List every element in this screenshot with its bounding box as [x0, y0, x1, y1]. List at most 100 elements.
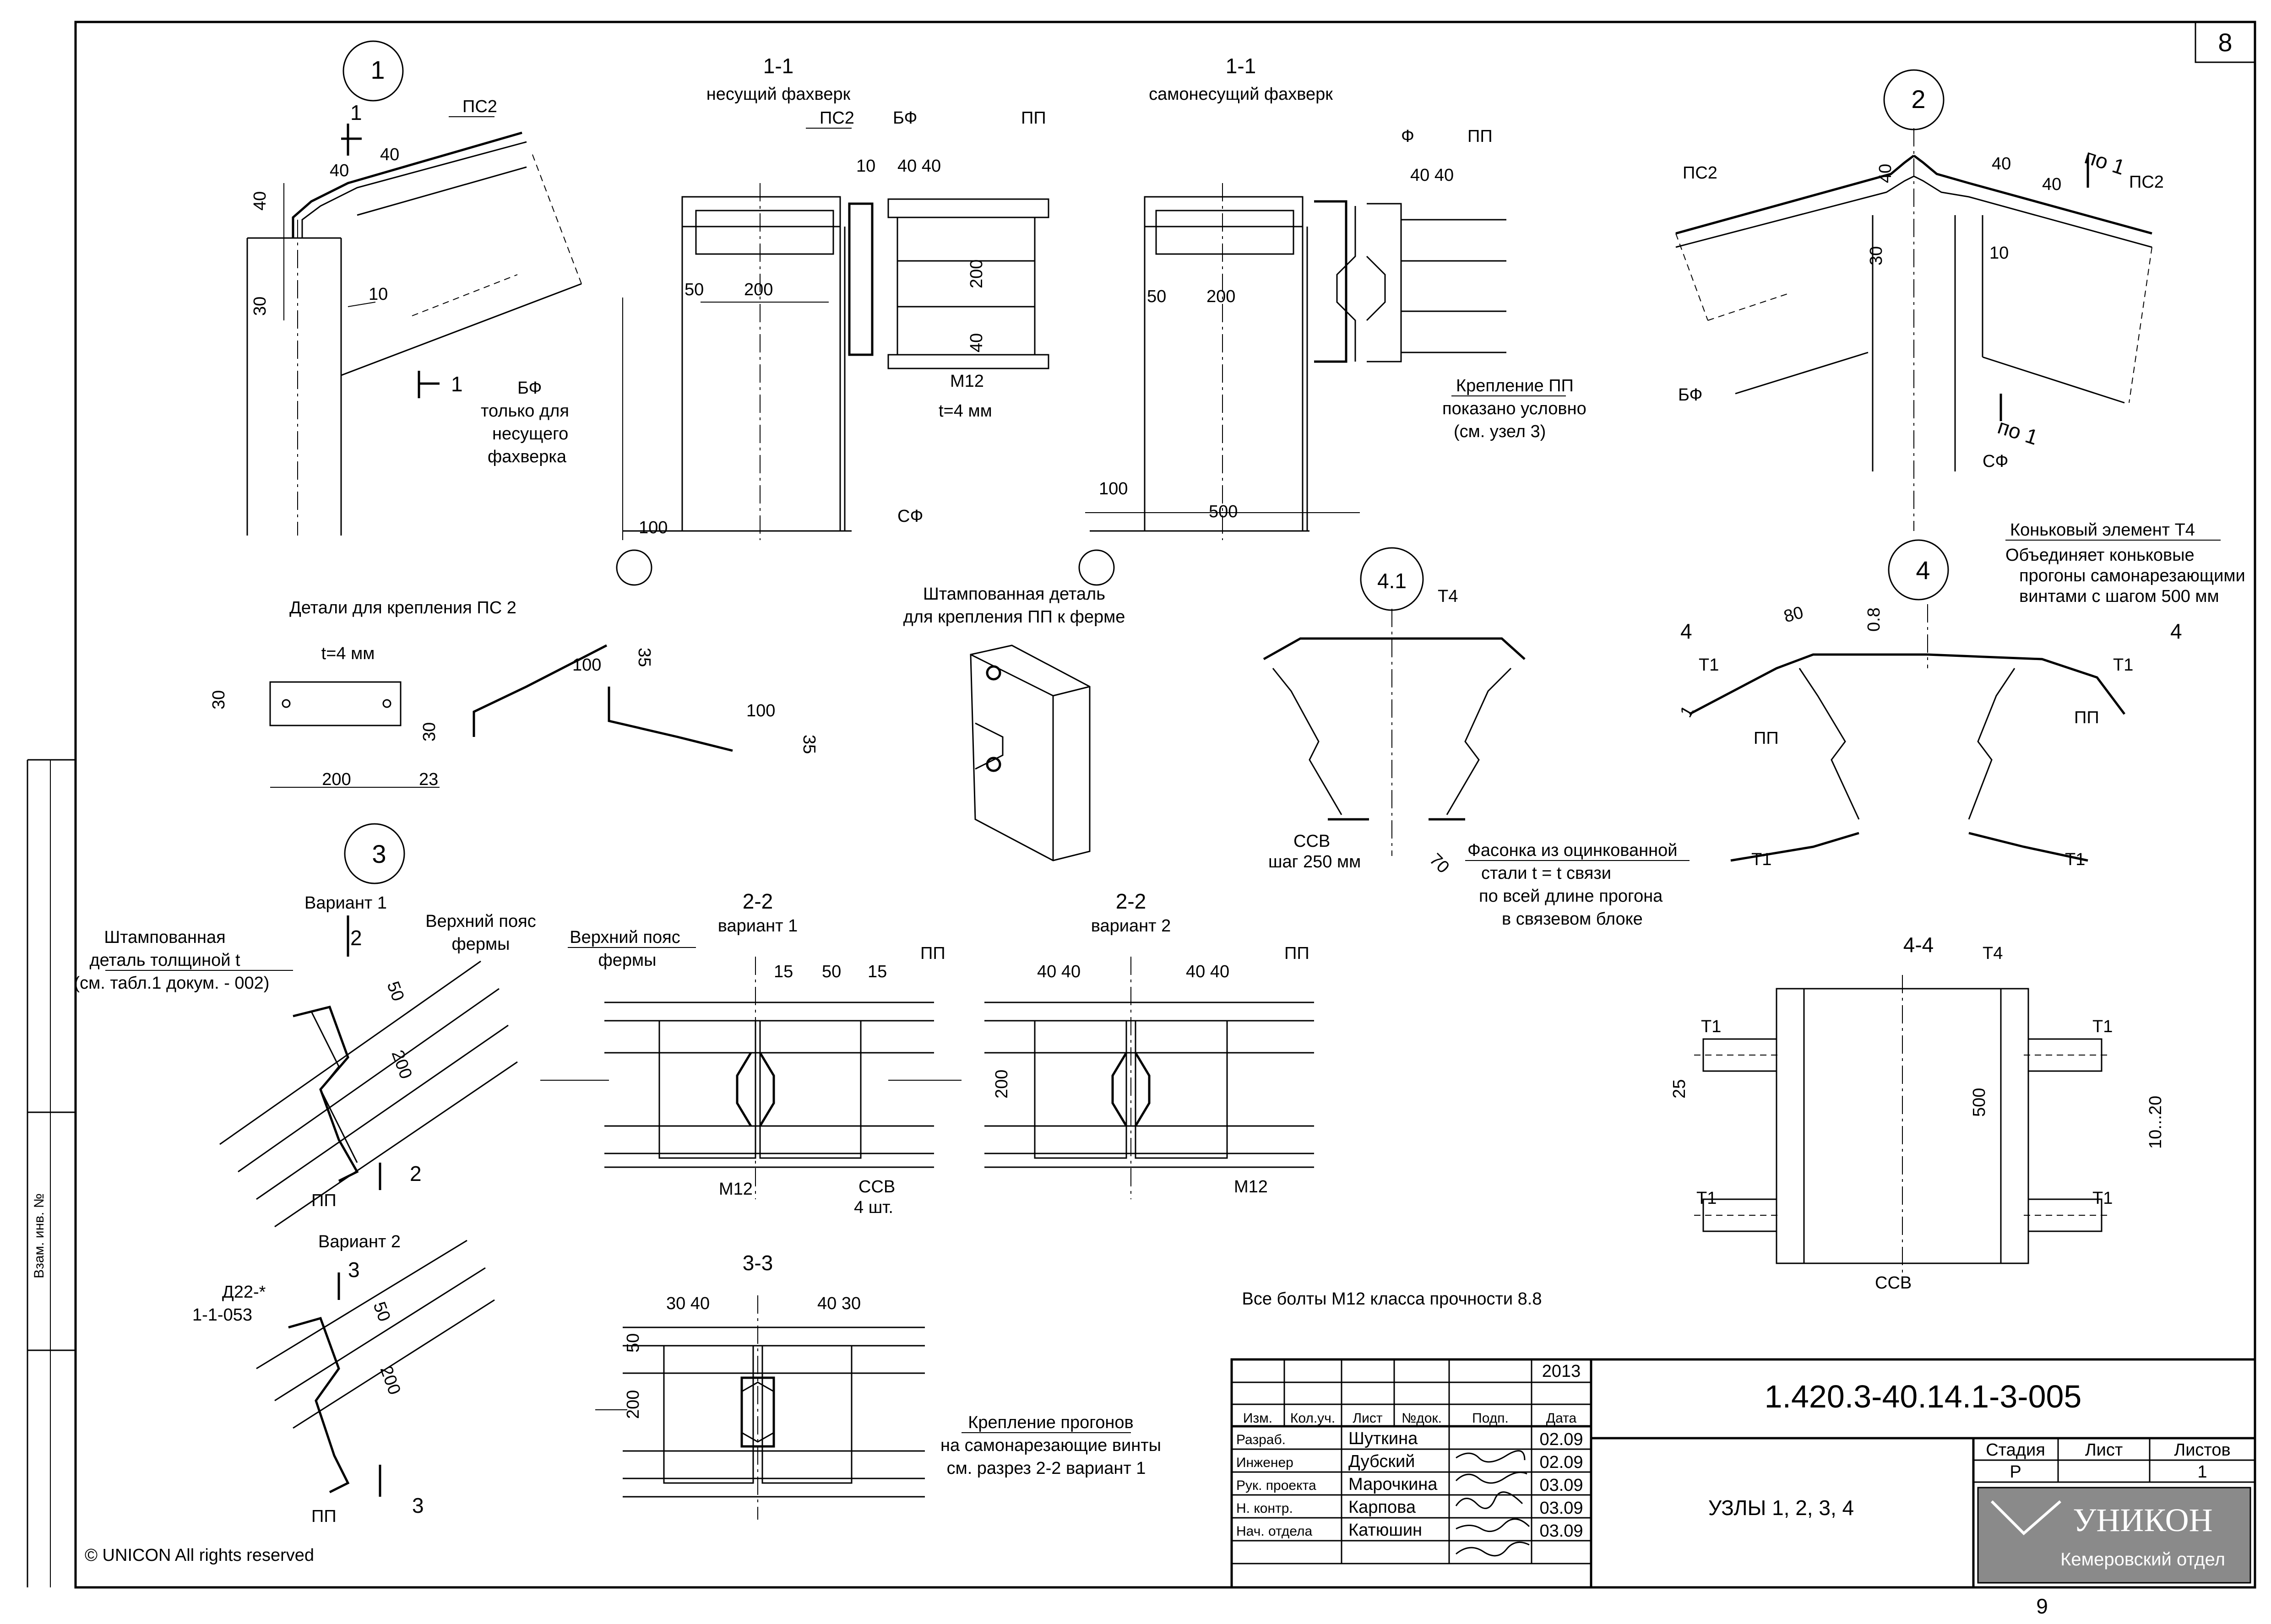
section11a-dim-200: 200 [744, 280, 773, 299]
ps2-details-dim-200: 200 [322, 770, 351, 789]
section22a-belt-1: Верхний пояс [570, 928, 680, 947]
node3-variant2: Вариант 2 [318, 1232, 401, 1251]
section44-dim-25: 25 [1670, 1079, 1689, 1099]
node4-note-4: винтами с шагом 500 мм [2019, 587, 2219, 606]
section33-dim-3040: 30 40 [666, 1294, 710, 1313]
title-row2-date: 02.09 [1539, 1453, 1583, 1472]
copyright: © UNICON All rights reserved [85, 1546, 314, 1565]
title-header-data: Дата [1546, 1411, 1577, 1426]
title-row2-name: Дубский [1348, 1452, 1415, 1471]
ps2-details-drawing [269, 644, 733, 788]
node41-marker: 4.1 [1377, 569, 1407, 593]
section22b-dim-4040a: 40 40 [1037, 962, 1081, 981]
title-stage: Р [2010, 1462, 2021, 1482]
title-row1-date: 02.09 [1539, 1430, 1583, 1449]
section44-ssv: ССВ [1875, 1273, 1912, 1293]
title-sheets: 1 [2197, 1462, 2207, 1482]
ps2-details-dim-100b: 100 [746, 701, 775, 720]
title-row1-name: Шуткина [1348, 1429, 1418, 1448]
logo-name: УНИКОН [2073, 1502, 2212, 1538]
section11b-title: 1-1 [1226, 54, 1256, 78]
stamped-detail-title2: для крепления ПП к ферме [903, 607, 1125, 627]
node4-marker: 4 [1916, 556, 1930, 585]
title-row5-role: Нач. отдела [1236, 1524, 1312, 1539]
section33-note-1: Крепление прогонов [968, 1413, 1134, 1432]
node2-dim-40c: 40 [2042, 175, 2061, 194]
section44-title: 4-4 [1903, 933, 1934, 957]
node4-note-3: прогоны самонарезающими [2019, 566, 2245, 585]
ps2-details-dim-35b: 35 [799, 735, 819, 754]
section22b-drawing [984, 957, 1314, 1199]
node4-section-mark-left: 4 [1680, 619, 1692, 643]
node3-d22-1: Д22-* [222, 1283, 266, 1302]
section11b-dim-50: 50 [1147, 287, 1166, 306]
node4-drawing [1689, 539, 2125, 862]
node2-section-mark-bottom: по 1 [1995, 414, 2041, 449]
section22b-dim-200: 200 [992, 1070, 1011, 1099]
section33-note-3: см. разрез 2-2 вариант 1 [947, 1459, 1146, 1478]
node41-dim-70: 70 [1426, 850, 1453, 877]
node3-d22-2: 1-1-053 [192, 1305, 252, 1325]
title-header-izm: Изм. [1243, 1411, 1272, 1426]
node1-bf-note1: только для [481, 401, 569, 421]
title-row3-role: Рук. проекта [1236, 1478, 1316, 1493]
node2-dim-40a: 40 [1876, 164, 1895, 183]
title-sheets-header: Листов [2174, 1440, 2230, 1460]
node3-section3-bottom: 3 [412, 1494, 424, 1517]
section44-t1c: Т1 [1696, 1189, 1717, 1208]
node1-ps2-label: ПС2 [462, 97, 497, 116]
title-sheet-header: Лист [2085, 1440, 2123, 1460]
title-year: 2013 [1542, 1362, 1581, 1381]
section44-t1d: Т1 [2092, 1189, 2113, 1208]
section11b-note2: показано условно [1442, 399, 1586, 418]
section22b-subtitle: вариант 2 [1091, 916, 1171, 936]
general-note: Все болты М12 класса прочности 8.8 [1242, 1289, 1542, 1309]
node3-note1-1: Штампованная [104, 928, 225, 947]
node4-section-mark-right: 4 [2170, 619, 2182, 643]
section11a-sf: СФ [897, 507, 923, 526]
node2-ps2b: ПС2 [2129, 173, 2164, 192]
section11a-bf: БФ [893, 108, 917, 128]
node3-section2-top: 2 [350, 926, 362, 950]
node3-marker: 3 [372, 839, 386, 868]
section33-dim-4030: 40 30 [817, 1294, 861, 1313]
section11a-dim-10: 10 [856, 157, 875, 176]
title-header-koluch: Кол.уч. [1290, 1411, 1335, 1426]
ps2-details-title: Детали для крепления ПС 2 [289, 598, 516, 617]
node3-note1-2: деталь толщиной t [89, 951, 240, 970]
node3-pp2: ПП [311, 1507, 337, 1526]
section22a-pp: ПП [920, 944, 945, 963]
section33-drawing [595, 1295, 925, 1520]
section11b-dim-500: 500 [1209, 502, 1238, 521]
node41-drawing [1263, 547, 1526, 856]
title-row3-name: Марочкина [1348, 1475, 1438, 1494]
title-row4-name: Карпова [1348, 1498, 1416, 1517]
title-row4-role: Н. контр. [1236, 1501, 1293, 1516]
ps2-details-dim-30b: 30 [420, 722, 439, 742]
section44-dim-500: 500 [1970, 1088, 1989, 1117]
title-row2-role: Инженер [1236, 1455, 1293, 1470]
section33-note-2: на самонарезающие винты [940, 1436, 1161, 1455]
node3-variant1: Вариант 1 [304, 893, 387, 913]
node3-dim-50b: 50 [369, 1299, 394, 1324]
ps2-details-dim-100a: 100 [572, 655, 601, 675]
ps2-details-dim-35a: 35 [635, 648, 654, 667]
node3-dim-50a: 50 [383, 979, 408, 1004]
logo-dept: Кемеровский отдел [2060, 1549, 2225, 1570]
node3-belt-1: Верхний пояс [425, 912, 536, 931]
section44-t1a: Т1 [1701, 1017, 1721, 1036]
title-header-podp: Подп. [1472, 1411, 1509, 1426]
section11a-ps2: ПС2 [820, 108, 854, 128]
node3-dim-200b: 200 [376, 1364, 404, 1397]
node1-bf-note3: фахверка [488, 447, 567, 466]
node41-note-1: Фасонка из оцинкованной [1467, 841, 1677, 860]
section22a-title: 2-2 [743, 889, 773, 913]
section22a-drawing [540, 957, 962, 1199]
page-below-number: 9 [2036, 1594, 2048, 1618]
node3-belt-2: фермы [452, 935, 510, 954]
node41-step: шаг 250 мм [1268, 852, 1361, 872]
section11a-title: 1-1 [763, 54, 793, 78]
node41-t4: Т4 [1438, 587, 1458, 606]
node1-dim-40b: 40 [330, 161, 349, 180]
